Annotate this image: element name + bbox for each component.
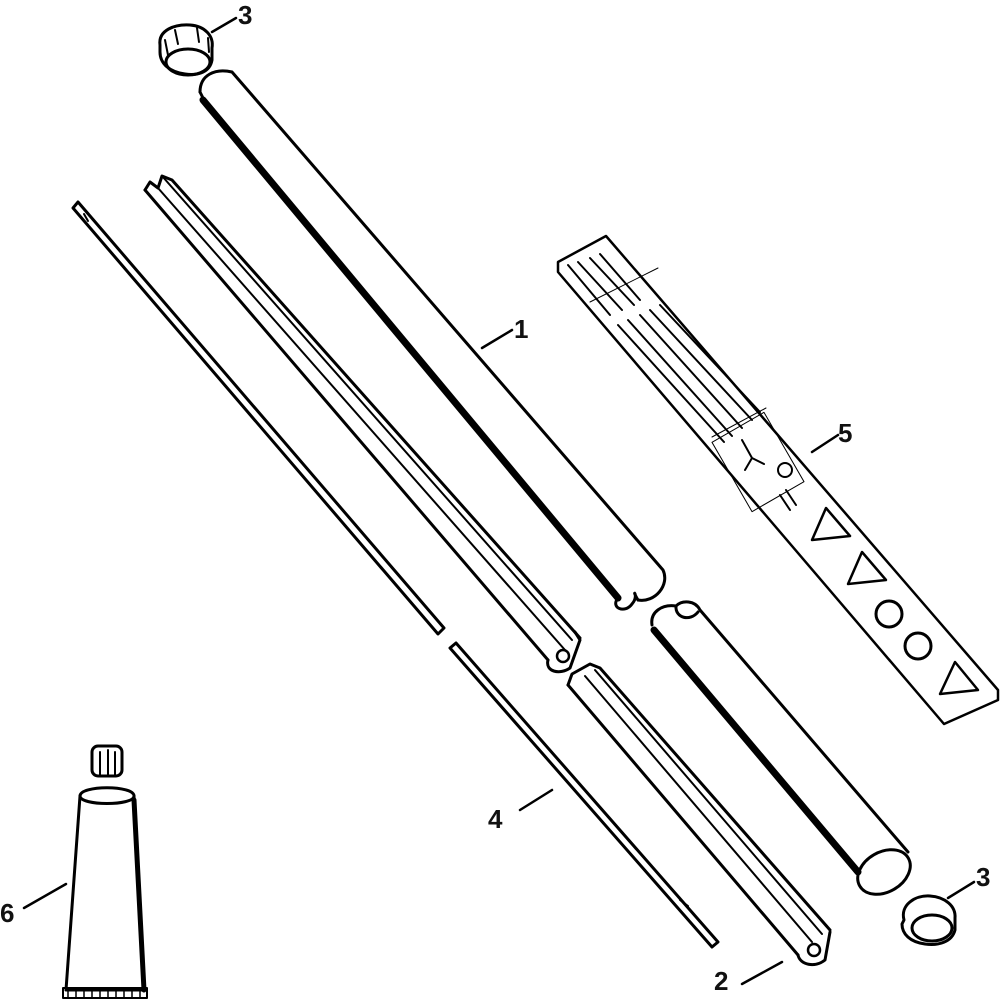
leader-lines — [22, 16, 976, 986]
callout-3-bottom: 3 — [976, 862, 990, 892]
drive-tube-upper[interactable] — [198, 69, 667, 611]
callout-2: 2 — [714, 966, 728, 996]
liner-upper[interactable] — [143, 174, 582, 674]
grease-tube[interactable] — [62, 744, 148, 999]
callout-6: 6 — [0, 898, 14, 928]
callout-4: 4 — [488, 804, 503, 834]
end-cap-top[interactable] — [158, 23, 214, 77]
callout-1: 1 — [514, 314, 528, 344]
end-cap-bottom[interactable] — [900, 894, 957, 946]
drive-shaft-lower[interactable] — [448, 641, 720, 949]
warning-label[interactable] — [556, 234, 1000, 726]
drive-tube-lower[interactable] — [650, 600, 918, 903]
drive-shaft-upper[interactable] — [71, 200, 446, 636]
callout-5: 5 — [838, 418, 852, 448]
liner-lower[interactable] — [566, 662, 832, 967]
callout-3-top: 3 — [238, 0, 252, 30]
